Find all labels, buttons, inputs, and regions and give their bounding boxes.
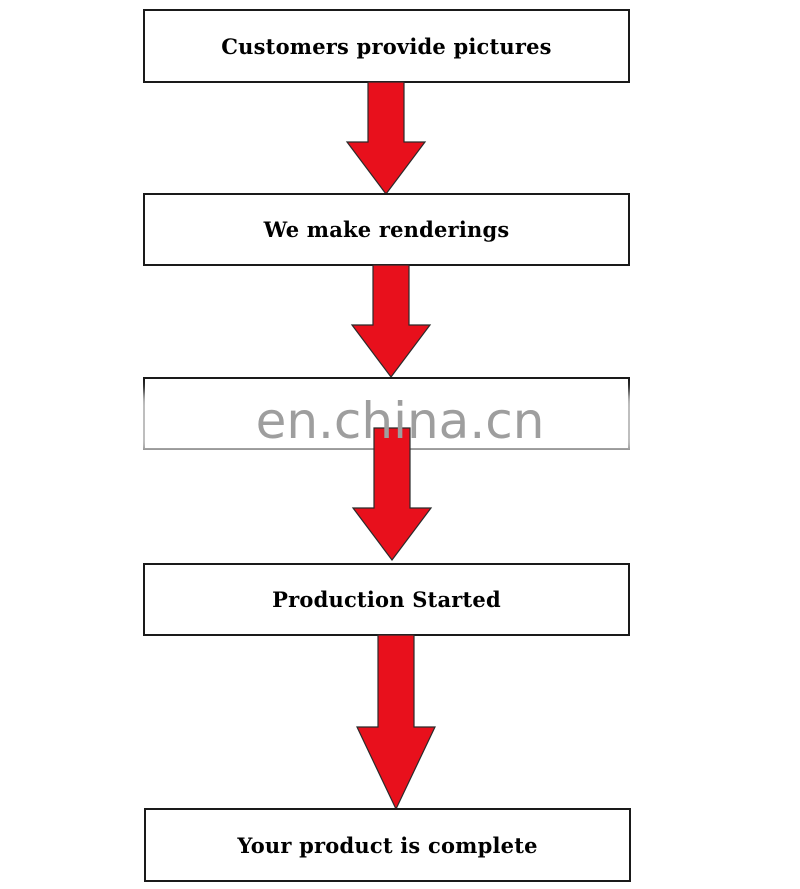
step-box-we-make-renderings: We make renderings (143, 193, 630, 266)
down-arrow-icon (356, 634, 436, 811)
step-box-production-started: Production Started (143, 563, 630, 636)
step-label: We make renderings (263, 217, 510, 242)
arrow-shape (356, 634, 436, 811)
step-box-your-product-is-complete: Your product is complete (144, 808, 631, 882)
step-label: Your product is complete (237, 832, 538, 858)
down-arrow-icon (350, 264, 432, 378)
watermark-text: en.china.cn (255, 392, 545, 450)
step-label: Customers provide pictures (221, 33, 552, 59)
down-arrow-icon (345, 81, 427, 195)
arrow-shape (351, 427, 433, 561)
step-box-customers-provide-pictures: Customers provide pictures (143, 9, 630, 83)
arrow-shape (345, 81, 427, 195)
down-arrow-icon (351, 427, 433, 561)
step-label: Production Started (272, 587, 501, 612)
arrow-shape (350, 264, 432, 378)
